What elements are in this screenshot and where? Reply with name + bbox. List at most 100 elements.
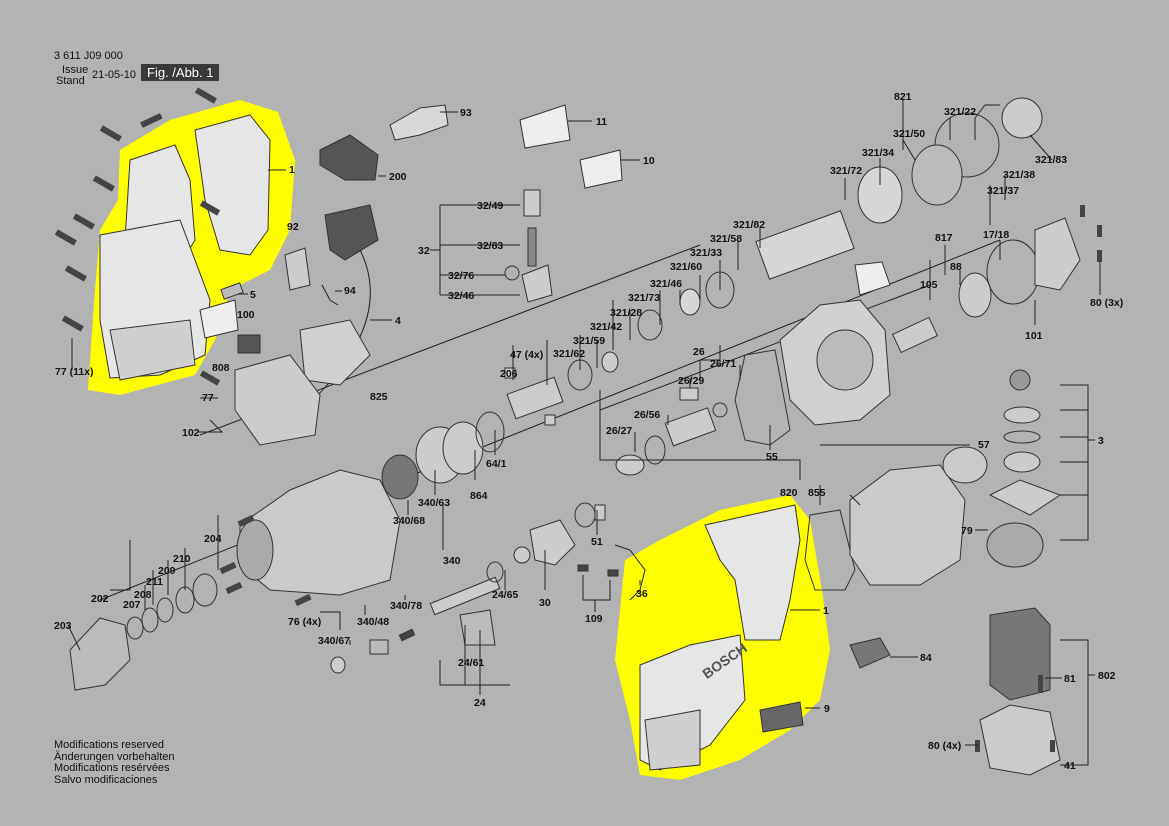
label-94: 94: [344, 285, 356, 297]
label-321-83: 321/83: [1035, 154, 1067, 166]
motor-housing: [804, 446, 988, 591]
part-55-gasket: [734, 349, 791, 446]
part-92: [284, 247, 311, 291]
label-825: 825: [370, 391, 388, 403]
part-817-gear: [958, 217, 1081, 318]
label-3: 3: [1098, 435, 1104, 447]
footer-line-es: Salvo modificaciones: [54, 773, 158, 786]
issue-label: Issue: [62, 64, 89, 76]
part-100: [237, 334, 261, 354]
label-32-49: 32/49: [477, 200, 503, 212]
label-340-48: 340/48: [357, 616, 389, 628]
part-41-motor-base: [979, 704, 1061, 776]
part-9-label: [759, 701, 804, 733]
label-340-67: 340/67: [318, 635, 350, 647]
label-64-1: 64/1: [486, 458, 507, 470]
label-864: 864: [470, 490, 488, 502]
label-207: 207: [123, 599, 141, 611]
label-321-73: 321/73: [628, 292, 660, 304]
part-11-label-plate: [519, 104, 571, 149]
label-105: 105: [920, 279, 938, 291]
label-32: 32: [418, 245, 430, 257]
label-808: 808: [212, 362, 230, 374]
part-802-stator: [989, 607, 1051, 701]
label-36: 36: [636, 588, 648, 600]
label-76-4x: 76 (4x): [288, 616, 321, 628]
part-3-bearing-stack: [988, 369, 1062, 516]
label-26-27: 26/27: [606, 425, 632, 437]
label-9: 9: [824, 703, 830, 715]
part-4-switch: [299, 204, 379, 421]
label-92: 92: [287, 221, 299, 233]
figure-label: Fig. /Abb. 1: [141, 64, 220, 81]
front-housing: [236, 469, 401, 596]
label-206: 206: [500, 368, 518, 380]
part-5-spring: [220, 282, 244, 300]
label-340-63: 340/63: [418, 497, 450, 509]
screws-76: [219, 514, 312, 607]
label-32-83: 32/83: [477, 240, 503, 252]
label-93: 93: [460, 107, 472, 119]
label-51: 51: [591, 536, 603, 548]
label-77-11x: 77 (11x): [55, 366, 94, 378]
label-211: 211: [146, 576, 163, 588]
label-321-33: 321/33: [690, 247, 722, 259]
label-32-46: 32/46: [448, 290, 474, 302]
label-321-60: 321/60: [670, 261, 702, 273]
label-208: 208: [134, 589, 152, 601]
label-47-4x: 47 (4x): [510, 349, 543, 361]
part-105: [891, 316, 939, 354]
label-210: 210: [173, 553, 191, 565]
label-203: 203: [54, 620, 72, 632]
label-5: 5: [250, 289, 256, 301]
label-321-28: 321/28: [610, 307, 642, 319]
label-57: 57: [978, 439, 990, 451]
part-number-labels: 93 11 10 200 1 92 5 94 4 100 808 77 77 (…: [54, 91, 1123, 772]
label-109: 109: [585, 613, 603, 625]
label-77: 77: [202, 392, 214, 404]
part-93: [389, 104, 449, 141]
shaft-parts: [330, 502, 646, 674]
label-802: 802: [1098, 670, 1116, 682]
label-4: 4: [395, 315, 401, 327]
label-817: 817: [935, 232, 953, 244]
part-94-cable: [321, 284, 339, 306]
label-200: 200: [389, 171, 407, 183]
part-200-grip: [319, 134, 379, 181]
footer-line-de: Änderungen vorbehalten: [54, 750, 175, 763]
label-88: 88: [950, 261, 962, 273]
label-321-38: 321/38: [1003, 169, 1035, 181]
part-340-group: [381, 411, 505, 500]
label-10: 10: [643, 155, 655, 167]
label-101: 101: [1025, 330, 1043, 342]
label-11: 11: [596, 116, 607, 128]
label-1-lower: 1: [823, 605, 829, 617]
label-340: 340: [443, 555, 461, 567]
label-100: 100: [237, 309, 255, 321]
label-321-34: 321/34: [862, 147, 894, 159]
assembly-axis-mid: [599, 284, 931, 411]
label-81: 81: [1064, 673, 1076, 685]
doc-number: 3 611 J09 000: [54, 50, 123, 62]
part-102-battery-socket: [234, 354, 321, 446]
label-321-62: 321/62: [553, 348, 585, 360]
label-321-59: 321/59: [573, 335, 605, 347]
part-26-group: [615, 387, 728, 476]
footer-line-en: Modifications reserved: [54, 739, 165, 751]
label-84: 84: [920, 652, 932, 664]
label-26-56: 26/56: [634, 409, 660, 421]
label-202: 202: [91, 593, 109, 605]
label-55: 55: [766, 451, 778, 463]
stand-label: Stand: [56, 75, 85, 87]
footer-line-fr: Modifications resérvées: [54, 762, 170, 774]
gear-housing: [779, 261, 891, 426]
label-321-37: 321/37: [987, 185, 1019, 197]
chuck-parts: [69, 573, 218, 691]
label-26: 26: [693, 346, 705, 358]
label-321-42: 321/42: [590, 321, 622, 333]
label-321-50: 321/50: [893, 128, 925, 140]
screws-80-right: [975, 205, 1102, 752]
label-24: 24: [474, 697, 486, 709]
label-340-68: 340/68: [393, 515, 425, 527]
label-24-61: 24/61: [458, 657, 484, 669]
